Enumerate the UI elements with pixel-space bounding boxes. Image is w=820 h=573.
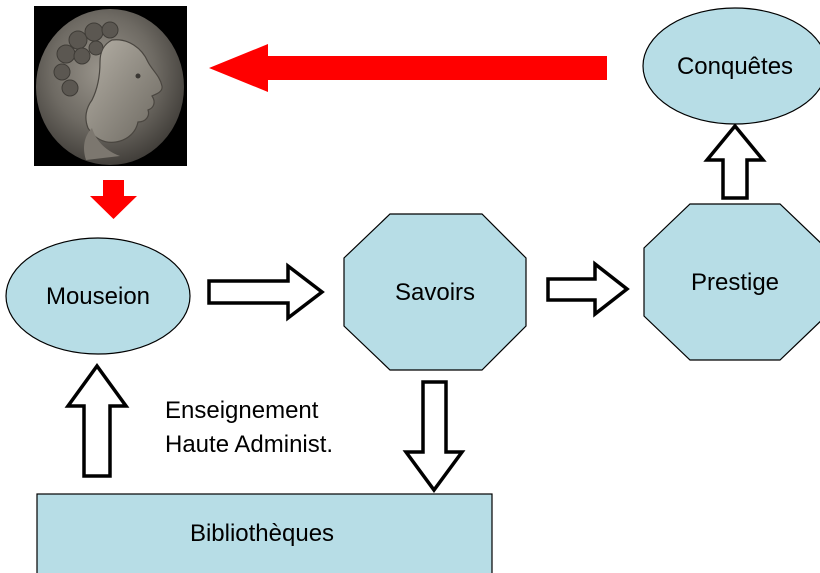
- mouseion-label: Mouseion: [46, 283, 150, 310]
- node-bibliotheques: Bibliothèques: [36, 493, 493, 573]
- bibliotheques-shape: [36, 493, 493, 573]
- conquetes-label: Conquêtes: [677, 53, 793, 80]
- arrow-savoirs-to-prestige: [546, 260, 630, 318]
- arrow-savoirs-to-bibliotheques: [402, 380, 466, 493]
- arrow-bibliotheques-to-mouseion: [64, 363, 130, 478]
- ptolemy-coin-portrait-icon: [34, 6, 187, 166]
- savoirs-label: Savoirs: [395, 279, 475, 306]
- arrow-prestige-to-conquetes: [703, 123, 767, 200]
- node-mouseion: Mouseion: [5, 237, 191, 355]
- arrow-mouseion-to-savoirs: [207, 262, 325, 322]
- prestige-label: Prestige: [691, 269, 779, 296]
- savoirs-shape: [343, 213, 527, 371]
- coin-neck: [84, 128, 120, 160]
- red-arrow-left: [209, 44, 607, 92]
- red-arrow-down: [90, 180, 137, 219]
- node-prestige: Prestige: [643, 203, 820, 361]
- mouseion-shape: [5, 237, 191, 355]
- coin-face-profile: [85, 39, 163, 143]
- side-note-line2: Haute Administ.: [165, 431, 333, 458]
- side-note-line1: Enseignement: [165, 397, 319, 424]
- prestige-shape: [643, 203, 820, 361]
- coin-hair: [53, 21, 119, 97]
- node-conquetes: Conquêtes: [642, 7, 820, 125]
- bibliotheques-label: Bibliothèques: [190, 520, 334, 547]
- node-savoirs: Savoirs: [343, 213, 527, 371]
- side-note: Enseignement Haute Administ.: [165, 397, 333, 458]
- coin-eye: [135, 73, 141, 79]
